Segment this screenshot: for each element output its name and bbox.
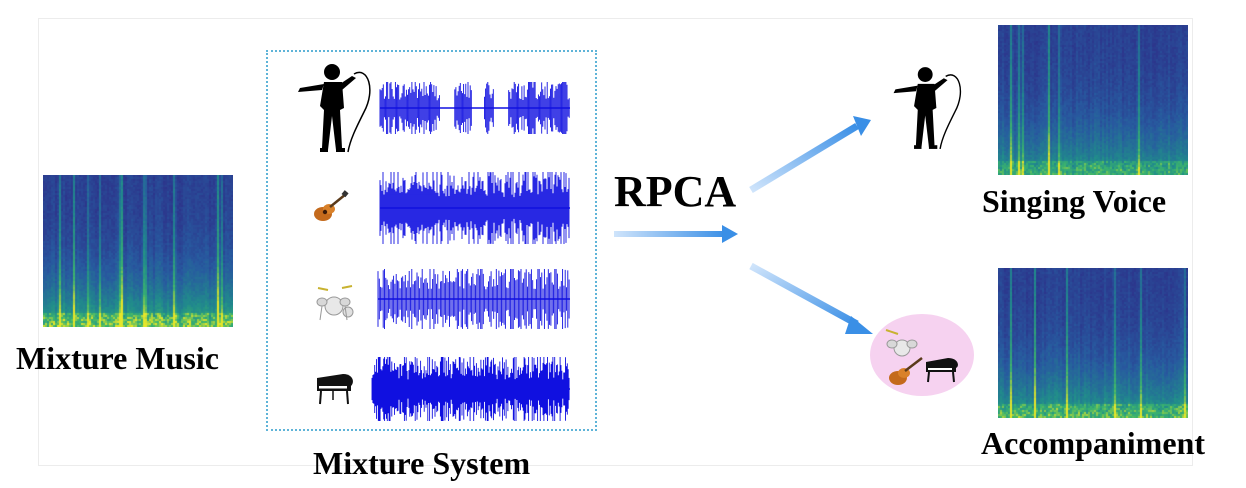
accompaniment-instruments-icon (870, 314, 974, 396)
singing-voice-label: Singing Voice (982, 183, 1167, 219)
drums-waveform (377, 269, 570, 329)
mixture-system-label: Mixture System (313, 445, 531, 481)
mixture-system-box (266, 50, 597, 431)
piano-waveform (371, 357, 570, 421)
arrow-to-accompaniment (749, 262, 873, 334)
accompaniment-label: Accompaniment (981, 425, 1205, 461)
output-singer-icon (893, 67, 962, 150)
drum-kit-icon (316, 285, 354, 321)
arrow-to-rpca (614, 225, 738, 243)
vocal-waveform (379, 82, 570, 134)
mixture-music-label: Mixture Music (16, 340, 219, 376)
arrow-to-singing-voice (749, 116, 871, 193)
singer-silhouette-icon (298, 64, 371, 153)
guitar-icon (314, 190, 349, 221)
accompaniment-spectrogram (998, 268, 1188, 418)
guitar-waveform (379, 172, 570, 244)
diagram-frame (38, 18, 1193, 466)
grand-piano-icon (317, 374, 353, 405)
singing-voice-spectrogram (998, 25, 1188, 175)
rpca-label: RPCA (614, 167, 737, 216)
mixture-music-spectrogram (43, 175, 233, 327)
